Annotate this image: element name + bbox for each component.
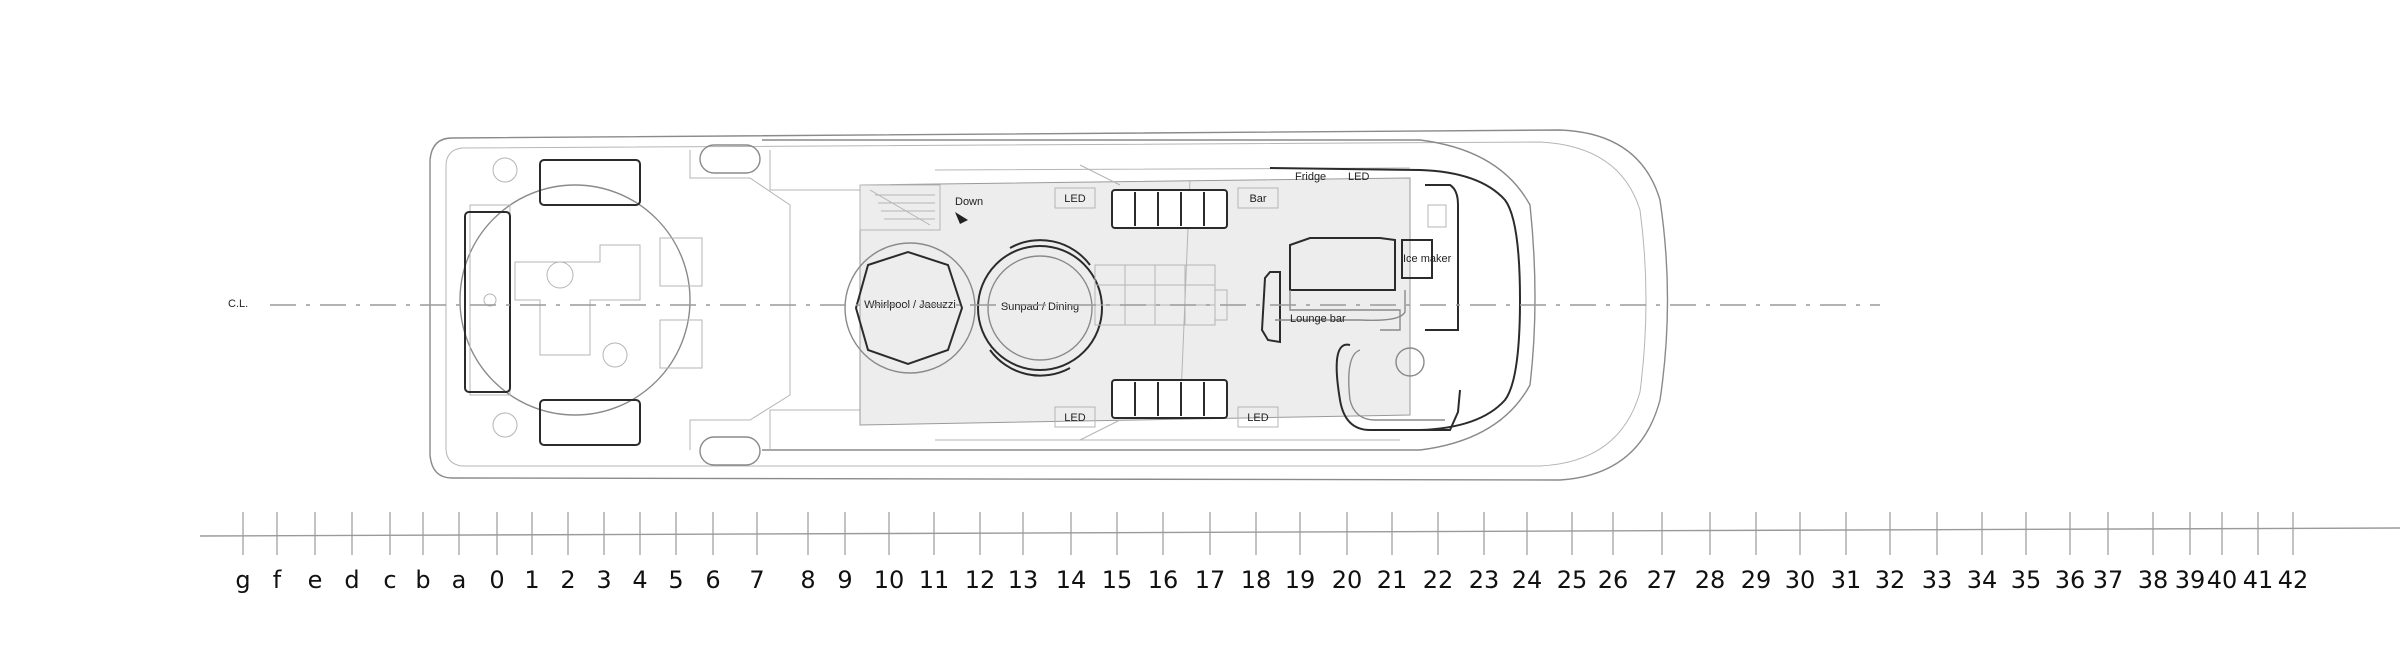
frame-label-40: 40 [2207, 566, 2238, 594]
frame-label-9: 9 [837, 566, 852, 594]
frame-label-6: 6 [705, 566, 720, 594]
frame-label-e: e [308, 566, 323, 594]
frame-label-f: f [273, 566, 282, 594]
aft-sunpad-area [459, 144, 761, 466]
frame-label-g: g [235, 566, 250, 594]
frame-label-16: 16 [1148, 566, 1179, 594]
frame-label-2: 2 [560, 566, 575, 594]
frame-label-15: 15 [1102, 566, 1133, 594]
centerline-label: C.L. [228, 298, 248, 310]
frame-label-7: 7 [749, 566, 764, 594]
frame-label-23: 23 [1469, 566, 1500, 594]
stairs: Down [859, 184, 983, 231]
led-bottom-right: LED [1247, 412, 1268, 424]
frame-label-4: 4 [632, 566, 647, 594]
frame-label-19: 19 [1285, 566, 1316, 594]
frame-label-17: 17 [1195, 566, 1226, 594]
frame-label-14: 14 [1056, 566, 1087, 594]
frame-label-38: 38 [2138, 566, 2169, 594]
frame-label-37: 37 [2093, 566, 2124, 594]
frame-label-b: b [415, 566, 430, 594]
frame-label-26: 26 [1598, 566, 1629, 594]
frame-label-1: 1 [524, 566, 539, 594]
frame-label-c: c [383, 566, 396, 594]
led-top-left: LED [1064, 193, 1085, 205]
frame-label-a: a [452, 566, 467, 594]
frame-label-0: 0 [489, 566, 504, 594]
frame-label-18: 18 [1241, 566, 1272, 594]
bar-area: Lounge bar Ice maker [1260, 167, 1522, 431]
frame-label-12: 12 [965, 566, 996, 594]
frame-label-11: 11 [919, 566, 950, 594]
top-small-a: Fridge [1295, 171, 1326, 183]
frame-label-31: 31 [1831, 566, 1862, 594]
centerline: C.L. [228, 298, 1880, 310]
frame-label-5: 5 [668, 566, 683, 594]
frame-label-29: 29 [1741, 566, 1772, 594]
led-labels: LED Bar LED LED Fridge LED [1054, 171, 1369, 428]
stairs-label: Down [955, 196, 983, 208]
frame-label-28: 28 [1695, 566, 1726, 594]
frame-label-20: 20 [1332, 566, 1363, 594]
frame-label-13: 13 [1008, 566, 1039, 594]
led-top-right: LED [1348, 171, 1369, 183]
frame-label-21: 21 [1377, 566, 1408, 594]
frame-label-41: 41 [2243, 566, 2274, 594]
frame-label-34: 34 [1967, 566, 1998, 594]
bar-label: Lounge bar [1290, 313, 1346, 325]
frame-label-32: 32 [1875, 566, 1906, 594]
frame-label-22: 22 [1423, 566, 1454, 594]
led-bottom-left: LED [1064, 412, 1085, 424]
frame-label-36: 36 [2055, 566, 2086, 594]
frame-label-27: 27 [1647, 566, 1678, 594]
frame-label-3: 3 [596, 566, 611, 594]
main-deck [859, 164, 1411, 441]
frame-label-d: d [344, 566, 359, 594]
frame-label-35: 35 [2011, 566, 2042, 594]
frame-label-30: 30 [1785, 566, 1816, 594]
frame-label-8: 8 [800, 566, 815, 594]
sofas [1111, 189, 1228, 419]
frame-label-33: 33 [1922, 566, 1953, 594]
tag-top: Bar [1249, 193, 1266, 205]
frame-label-25: 25 [1557, 566, 1588, 594]
frame-label-10: 10 [874, 566, 905, 594]
frame-label-39: 39 [2175, 566, 2206, 594]
jacuzzi-tubs: Whirlpool / Jacuzzi Sunpad / Dining [844, 239, 1103, 377]
frame-label-42: 42 [2278, 566, 2309, 594]
jacuzzi-label-b: Sunpad / Dining [1001, 301, 1079, 313]
frame-label-24: 24 [1512, 566, 1543, 594]
side-label: Ice maker [1403, 253, 1452, 265]
